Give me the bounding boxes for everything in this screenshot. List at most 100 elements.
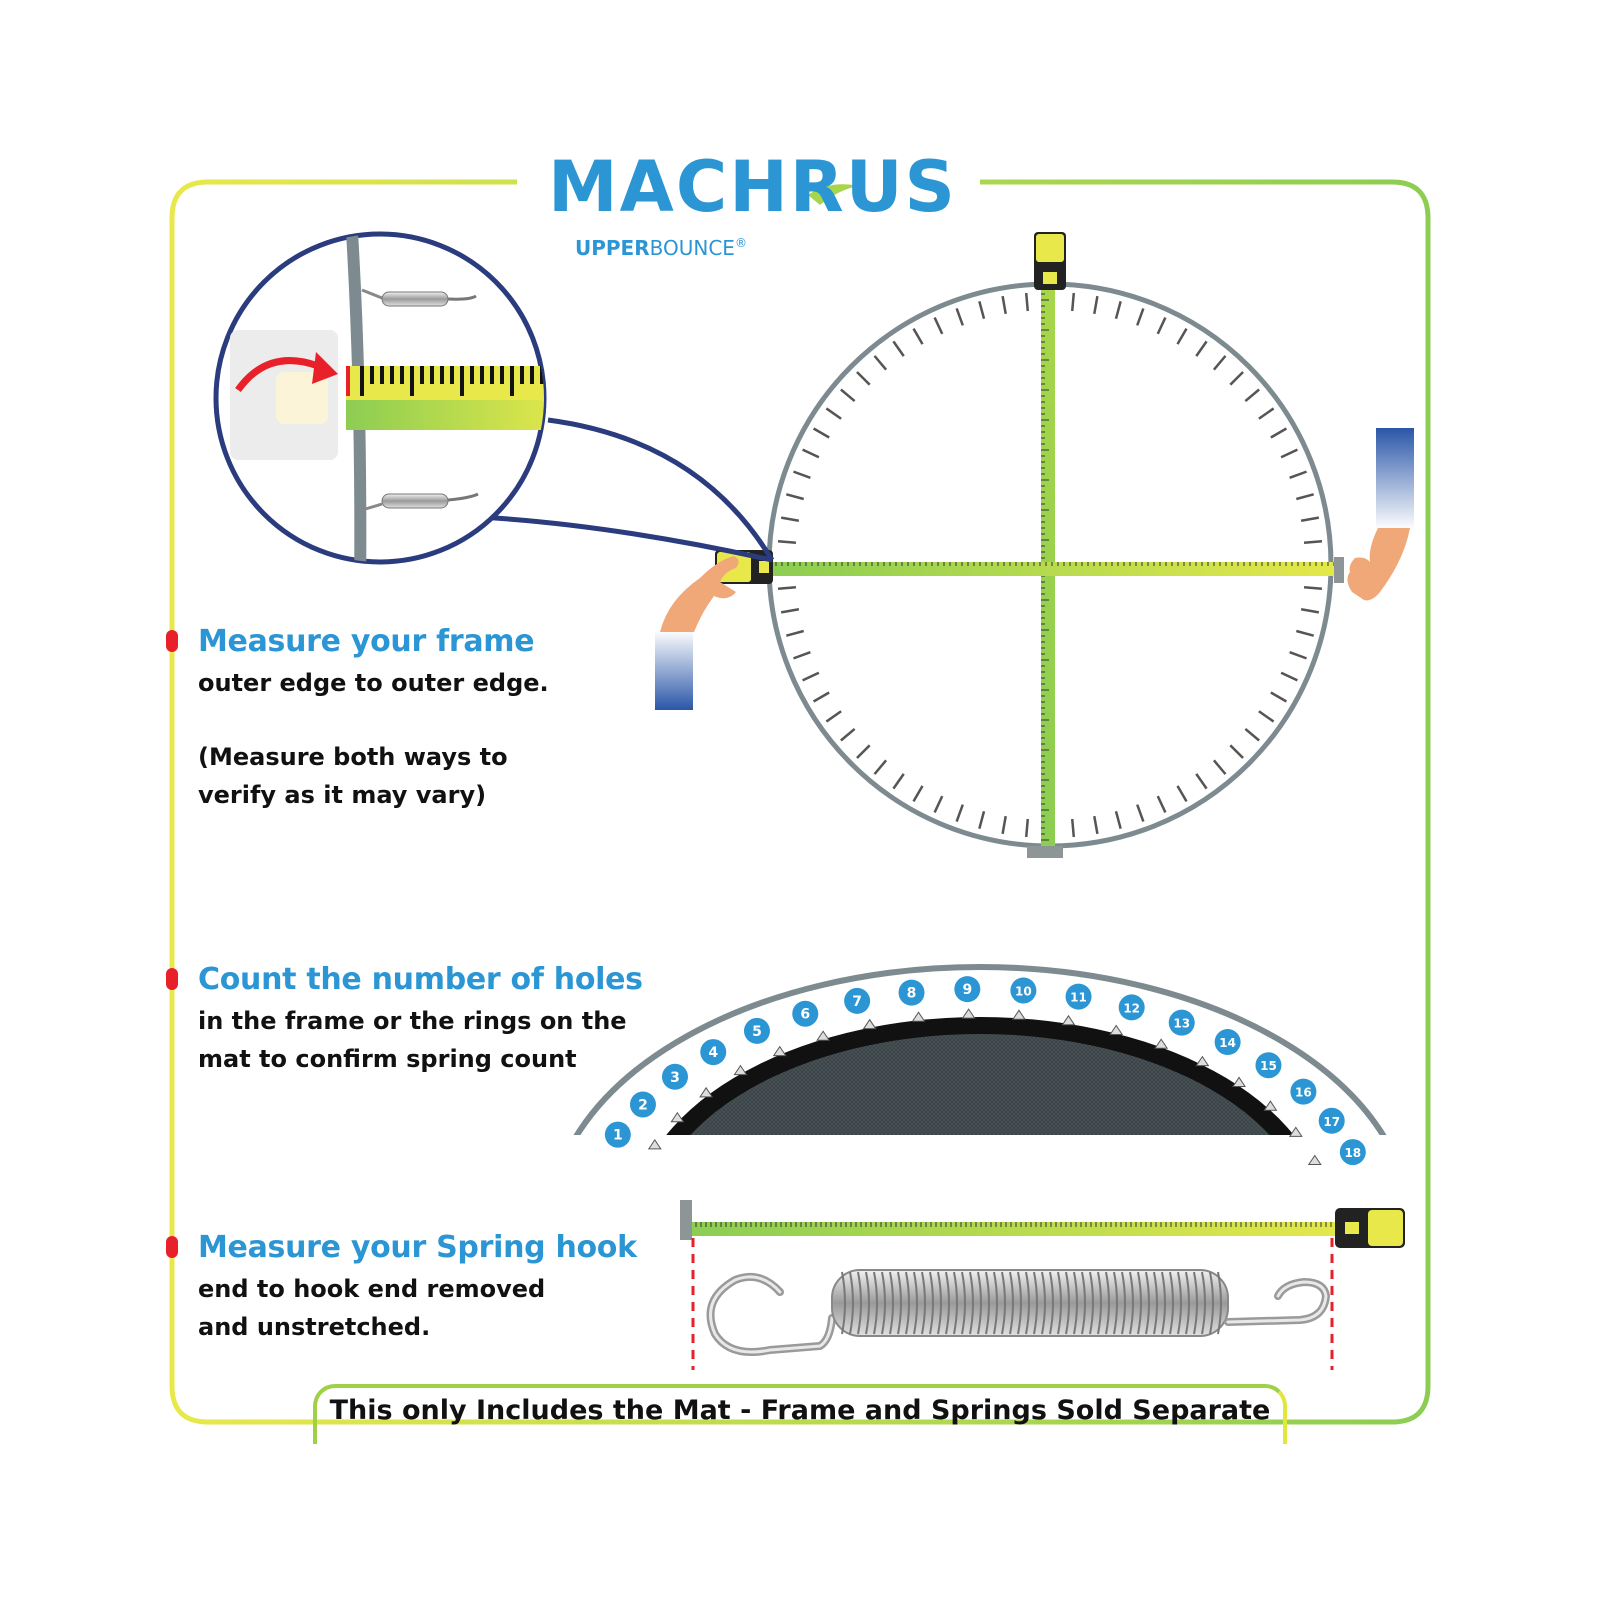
hole-marker xyxy=(1065,983,1092,1010)
hole-number: 15 xyxy=(1260,1059,1277,1073)
spring-coils xyxy=(841,1271,1222,1335)
tape-tick xyxy=(360,366,364,396)
frame-spring xyxy=(1270,691,1288,703)
frame-spring xyxy=(912,327,924,345)
spring-coil xyxy=(889,1271,894,1335)
brand-name: MACHRUS xyxy=(548,146,957,228)
magnified-tape-ticks xyxy=(360,366,554,396)
frame-spring xyxy=(1001,295,1007,315)
hole-marker xyxy=(743,1017,770,1044)
spring-coil xyxy=(1113,1271,1118,1335)
magnified-tape-green xyxy=(346,400,544,430)
spring-coil xyxy=(1097,1271,1102,1335)
hole-marker xyxy=(700,1039,727,1066)
frame-spring xyxy=(933,795,944,813)
mat-ring xyxy=(862,1018,877,1030)
frame-spring xyxy=(1280,448,1298,459)
spring-coil xyxy=(1025,1271,1030,1335)
spring-coil xyxy=(1201,1271,1206,1335)
frame-spring xyxy=(840,388,856,403)
mat-ring xyxy=(961,1008,976,1019)
frame-spring xyxy=(1024,818,1030,838)
spring-coil xyxy=(1137,1271,1142,1335)
magnifier-spring-top xyxy=(361,288,477,307)
mat-ring xyxy=(1109,1024,1124,1036)
frame-spring xyxy=(856,371,871,386)
frame-spring xyxy=(802,671,820,682)
spring-coil xyxy=(1161,1271,1166,1335)
frame-spring xyxy=(1114,300,1122,320)
tape-tick xyxy=(460,366,464,396)
hole-marker xyxy=(1255,1052,1282,1079)
frame-spring xyxy=(1070,818,1076,838)
hole-number: 14 xyxy=(1219,1036,1236,1050)
hole-number: 3 xyxy=(670,1070,680,1086)
frame-spring xyxy=(1258,407,1275,420)
frame-spring xyxy=(777,539,797,545)
bottom-tape-hook xyxy=(1027,846,1063,858)
tape-tick xyxy=(480,366,484,384)
spring-coil xyxy=(1001,1271,1006,1335)
frame-spring xyxy=(1295,493,1315,501)
mat-ring xyxy=(670,1111,685,1123)
right-hand-icon xyxy=(1347,428,1414,601)
frame-spring xyxy=(1244,727,1260,742)
section-3-heading: Measure your Spring hook xyxy=(198,1230,637,1265)
spring-coil xyxy=(905,1271,910,1335)
mat-ring xyxy=(647,1138,662,1150)
hole-marker xyxy=(792,1000,819,1027)
spring-hook-diagram xyxy=(680,1200,1405,1370)
frame-spring xyxy=(978,810,986,830)
frame-spring xyxy=(793,470,811,479)
tape-tick xyxy=(440,366,444,384)
trampoline-frame-diagram xyxy=(655,232,1414,858)
frame-spring xyxy=(1212,759,1227,775)
hole-number: 7 xyxy=(852,994,862,1010)
hole-marker xyxy=(898,979,925,1006)
frame-spring xyxy=(1136,308,1145,326)
frame-spring xyxy=(780,608,800,614)
spring-coil xyxy=(865,1271,870,1335)
spring-coil xyxy=(849,1271,854,1335)
frame-spring xyxy=(785,493,805,501)
hole-number: 11 xyxy=(1070,991,1087,1005)
spring-coil xyxy=(977,1271,982,1335)
frame-spring xyxy=(978,300,986,320)
hole-number: 2 xyxy=(638,1097,648,1113)
brand-registered: ® xyxy=(734,236,747,250)
frame-spring xyxy=(1229,744,1244,759)
spring-tape-hook xyxy=(680,1200,692,1240)
spring-coil xyxy=(1089,1271,1094,1335)
brand-logo-swoosh xyxy=(808,184,858,205)
frame-spring xyxy=(1229,371,1244,386)
spring-coil xyxy=(1209,1271,1214,1335)
tape-tick xyxy=(470,366,474,384)
section-3-bullet xyxy=(166,1236,178,1258)
frame-spring xyxy=(812,691,830,703)
frame-spring xyxy=(955,804,964,822)
spring-coil xyxy=(1169,1271,1174,1335)
spring-coil xyxy=(873,1271,878,1335)
hole-marker xyxy=(604,1121,631,1148)
hole-number: 13 xyxy=(1173,1017,1190,1031)
tape-tick xyxy=(430,366,434,384)
frame-spring xyxy=(1300,516,1320,522)
hole-number: 5 xyxy=(752,1024,762,1040)
frame-spring xyxy=(873,355,888,371)
magnifier-spring-bottom xyxy=(361,492,479,512)
outer-border xyxy=(169,179,1431,1425)
mat-frame-ring xyxy=(573,964,1387,1135)
frame-spring xyxy=(840,727,856,742)
spring-coil xyxy=(1129,1271,1134,1335)
hole-number: 4 xyxy=(708,1045,718,1061)
magnifier-detail xyxy=(213,231,775,565)
frame-spring xyxy=(1156,317,1167,335)
mat-ring xyxy=(1307,1154,1322,1165)
spring-icon xyxy=(706,1269,1331,1356)
tape-tick xyxy=(390,366,394,384)
tape-tick xyxy=(550,366,554,384)
frame-spring xyxy=(1114,810,1122,830)
frame-spring xyxy=(777,585,797,591)
spring-coil xyxy=(1057,1271,1062,1335)
frame-spring xyxy=(1244,388,1260,403)
